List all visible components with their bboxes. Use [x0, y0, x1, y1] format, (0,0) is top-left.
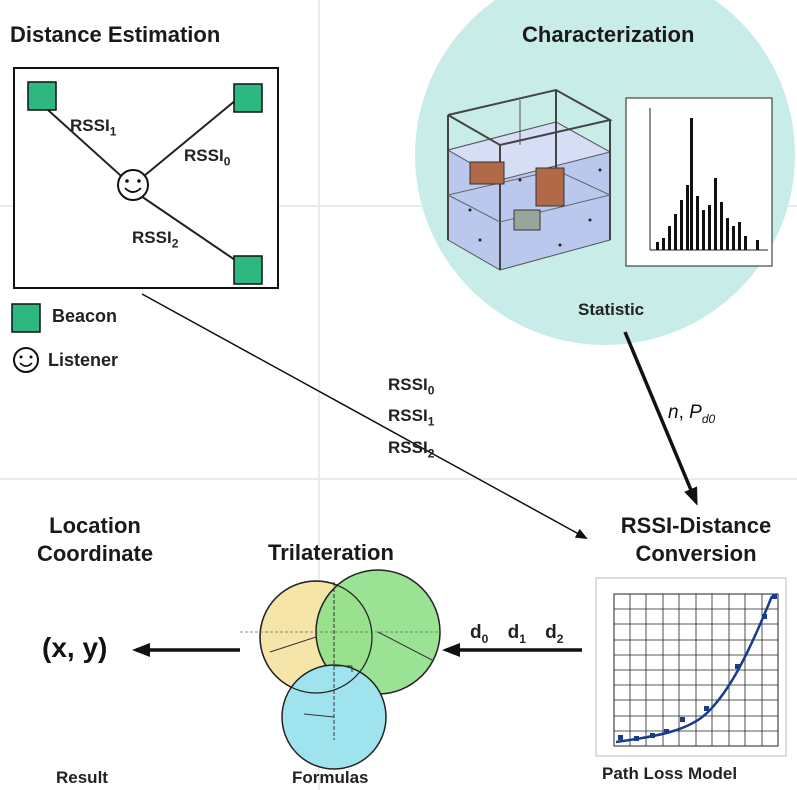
path-loss-model-caption: Path Loss Model: [602, 764, 738, 783]
location-title-line2: Coordinate: [36, 541, 154, 566]
rssi1-label: RSSI1: [70, 116, 117, 139]
distance-d1: d1: [507, 622, 526, 646]
signal-line-beacon0: [143, 99, 237, 177]
legend-beacon-label: Beacon: [52, 306, 118, 326]
characterization-title: Characterization: [522, 22, 695, 47]
location-coordinate-title: Location Coordinate: [20, 512, 170, 568]
background-gridline: [0, 478, 797, 480]
legend-listener-label: Listener: [48, 350, 119, 370]
path-loss-model-plot-image: [595, 577, 787, 757]
trilateration-circles-image: [240, 569, 441, 770]
rssi2-label: RSSI2: [132, 228, 179, 251]
distance-d0: d0: [470, 622, 489, 646]
statistic-caption: Statistic: [578, 300, 645, 319]
signal-line-beacon2: [137, 193, 239, 263]
distance-d2: d2: [545, 622, 564, 646]
beacon-icon: [27, 81, 57, 111]
rssi0-label: RSSI0: [184, 146, 231, 169]
conversion-title-line1: RSSI-Distance: [620, 513, 772, 538]
location-title-line1: Location: [49, 513, 141, 538]
trilateration-title: Trilateration: [268, 540, 394, 565]
listener-smiley-icon: [117, 169, 149, 201]
distance-estimation-title: Distance Estimation: [10, 22, 221, 47]
distances-label: d0 d1 d2: [470, 622, 563, 646]
formulas-caption: Formulas: [292, 768, 369, 787]
beacon-icon: [233, 83, 263, 113]
conversion-title: RSSI-Distance Conversion: [596, 512, 796, 568]
signal-line-beacon1: [47, 109, 131, 185]
rssi-list-item-1: RSSI1: [388, 406, 435, 429]
result-coordinate-value: (x, y): [42, 632, 108, 663]
rssi-to-conversion-arrow: [141, 293, 588, 539]
rssi-list-item-2: RSSI2: [388, 437, 435, 461]
result-caption: Result: [56, 768, 108, 787]
statistic-histogram-image: [625, 97, 773, 267]
background-gridline: [318, 0, 320, 790]
beacon-icon: [233, 255, 263, 285]
background-gridline: [0, 205, 797, 207]
path-loss-params-label: n, Pd0: [668, 402, 716, 426]
rssi-list: RSSI0 RSSI1 RSSI2: [388, 372, 434, 466]
conversion-title-line2: Conversion: [635, 541, 757, 566]
legend-beacon-icon: [11, 303, 41, 333]
statistic-to-conversion-arrow: [623, 331, 698, 506]
rssi-list-item-0: RSSI0: [388, 375, 435, 398]
legend-listener-smiley-icon: [13, 347, 39, 373]
room-model-image: [446, 88, 613, 271]
